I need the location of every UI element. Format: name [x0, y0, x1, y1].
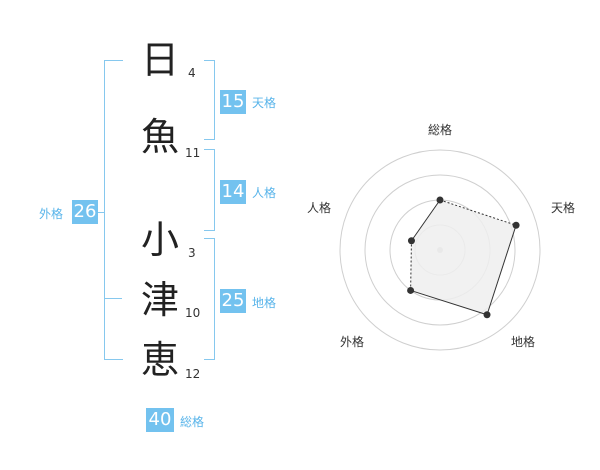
jinkaku-label: 人格 — [252, 186, 277, 200]
radar-point-1 — [436, 196, 444, 204]
radar-ring — [364, 174, 516, 326]
radar-axis-label-gaikaku: 外格 — [340, 335, 365, 349]
radar-axis-label-chikaku: 地格 — [511, 335, 536, 349]
radar-edge — [410, 240, 412, 291]
radar-point-3 — [483, 311, 491, 319]
name-char-1: 日 — [140, 38, 179, 82]
stroke-count-3: 3 — [188, 246, 196, 260]
jinkaku-badge: 14 — [220, 180, 246, 204]
radar-edge — [410, 289, 488, 316]
stroke-count-4: 10 — [185, 306, 201, 320]
gaikaku-label: 外格 — [39, 207, 64, 221]
name-char-5: 恵 — [140, 338, 179, 382]
tenkaku-badge: 15 — [220, 90, 246, 114]
gaikaku-badge: 26 — [72, 200, 98, 224]
soukaku-badge: 40 — [146, 408, 174, 432]
soukaku-label: 総格 — [180, 415, 205, 429]
tenkaku-bracket — [204, 60, 215, 140]
name-char-4: 津 — [140, 278, 179, 322]
gaikaku-bracket — [104, 60, 123, 360]
chikaku-label: 地格 — [252, 296, 277, 310]
stroke-count-2: 11 — [185, 146, 201, 160]
radar-axis-label-tenkaku: 天格 — [551, 201, 576, 215]
radar-edge — [486, 225, 517, 315]
gaikaku-bracket-mid — [104, 298, 122, 299]
radar-point-5 — [407, 237, 415, 245]
radar-edge — [411, 199, 441, 242]
radar-edge — [439, 199, 517, 226]
radar-point-2 — [512, 221, 520, 229]
radar-axis-label-soukaku: 総格 — [428, 123, 453, 137]
chikaku-badge: 25 — [220, 289, 246, 313]
radar-area — [410, 200, 517, 315]
gaikaku-connector — [97, 212, 105, 213]
tenkaku-label: 天格 — [252, 96, 277, 110]
chikaku-bracket — [204, 238, 215, 360]
name-char-2: 魚 — [140, 115, 179, 159]
jinkaku-bracket — [204, 149, 215, 231]
radar-ring — [339, 149, 541, 351]
stroke-count-5: 12 — [185, 367, 201, 381]
radar-point-4 — [407, 286, 415, 294]
stroke-count-1: 4 — [188, 66, 196, 80]
radar-axis-label-jinkaku: 人格 — [307, 201, 332, 215]
name-char-3: 小 — [140, 218, 179, 262]
